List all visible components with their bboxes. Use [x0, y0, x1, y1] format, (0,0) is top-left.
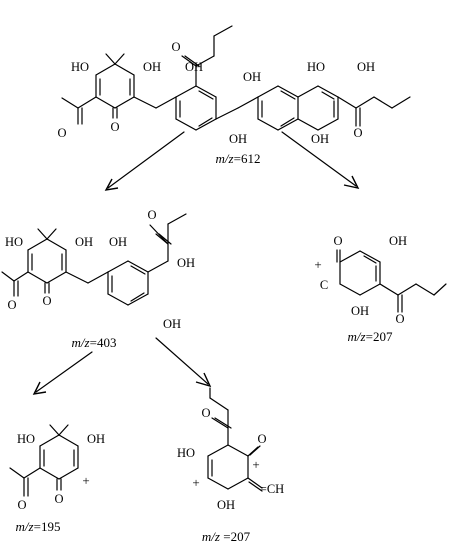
frag207b-structure — [207, 387, 263, 492]
arrow-to-403 — [107, 131, 185, 189]
frag195-label-O-ring: O — [54, 492, 63, 506]
frag403-label-OH-4: OH — [163, 317, 181, 331]
arrow-to-207b — [155, 337, 209, 385]
parent-label-HO-1: HO — [71, 60, 89, 74]
frag207a-label-O-butanoyl: O — [395, 312, 404, 326]
frag207b-charge-1: + — [252, 457, 259, 472]
frag207a-mz: m/z=207 — [348, 329, 393, 344]
frag207b-label-O-butanoyl: O — [201, 406, 210, 420]
frag207b-charge-2: + — [192, 475, 199, 490]
frag403-label-HO-1: HO — [5, 235, 23, 249]
arrowhead-to-403 — [104, 178, 119, 191]
frag403-label-O-acetyl: O — [7, 298, 16, 312]
frag207b-label-CH: =CH — [260, 482, 284, 496]
frag403-label-OH-3: OH — [177, 256, 195, 270]
parent-label-OH-5: OH — [357, 60, 375, 74]
arrowhead-to-207b — [195, 372, 212, 388]
frag195-label-OH: OH — [87, 432, 105, 446]
frag195-charge: + — [82, 473, 89, 488]
frag403-label-OH-1: OH — [75, 235, 93, 249]
frag207b-label-OH: OH — [217, 498, 235, 512]
frag207a-structure — [336, 249, 447, 313]
frag195-mz: m/z=195 — [16, 519, 61, 534]
parent-label-O-center: O — [171, 40, 180, 54]
parent-mz: m/z=612 — [216, 151, 261, 166]
arrowhead-to-195 — [32, 381, 47, 395]
parent-structure — [61, 25, 411, 131]
frag403-label-OH-2: OH — [109, 235, 127, 249]
parent-label-OH-2: OH — [185, 60, 203, 74]
parent-label-OH-4: OH — [229, 132, 247, 146]
frag207b-label-HO: HO — [177, 446, 195, 460]
parent-label-O-ring: O — [110, 120, 119, 134]
arrow-to-207a — [281, 131, 357, 187]
arrowhead-to-207a — [343, 175, 360, 189]
parent-label-OH-1: OH — [143, 60, 161, 74]
frag195-label-O-acetyl: O — [17, 498, 26, 512]
frag403-label-O-ring: O — [42, 294, 51, 308]
frag207a-label-OH-2: OH — [351, 304, 369, 318]
parent-label-O-acetyl: O — [57, 126, 66, 140]
frag207a-label-O: O — [333, 234, 342, 248]
frag207b-mz: m/z =207 — [202, 529, 251, 544]
frag207a-charge: + — [314, 257, 321, 272]
arrow-to-195 — [35, 351, 93, 393]
frag207a-label-C: C — [320, 278, 328, 292]
frag207a-label-OH-1: OH — [389, 234, 407, 248]
parent-label-OH-6: OH — [311, 132, 329, 146]
frag207b-label-O-ring: O — [257, 432, 266, 446]
frag195-structure — [9, 424, 79, 497]
frag195-label-HO: HO — [17, 432, 35, 446]
frag403-label-O-butanoyl: O — [147, 208, 156, 222]
parent-label-O-right: O — [353, 126, 362, 140]
parent-label-HO-2: HO — [307, 60, 325, 74]
frag403-structure — [1, 213, 187, 306]
parent-label-OH-3: OH — [243, 70, 261, 84]
frag403-mz: m/z=403 — [72, 335, 117, 350]
